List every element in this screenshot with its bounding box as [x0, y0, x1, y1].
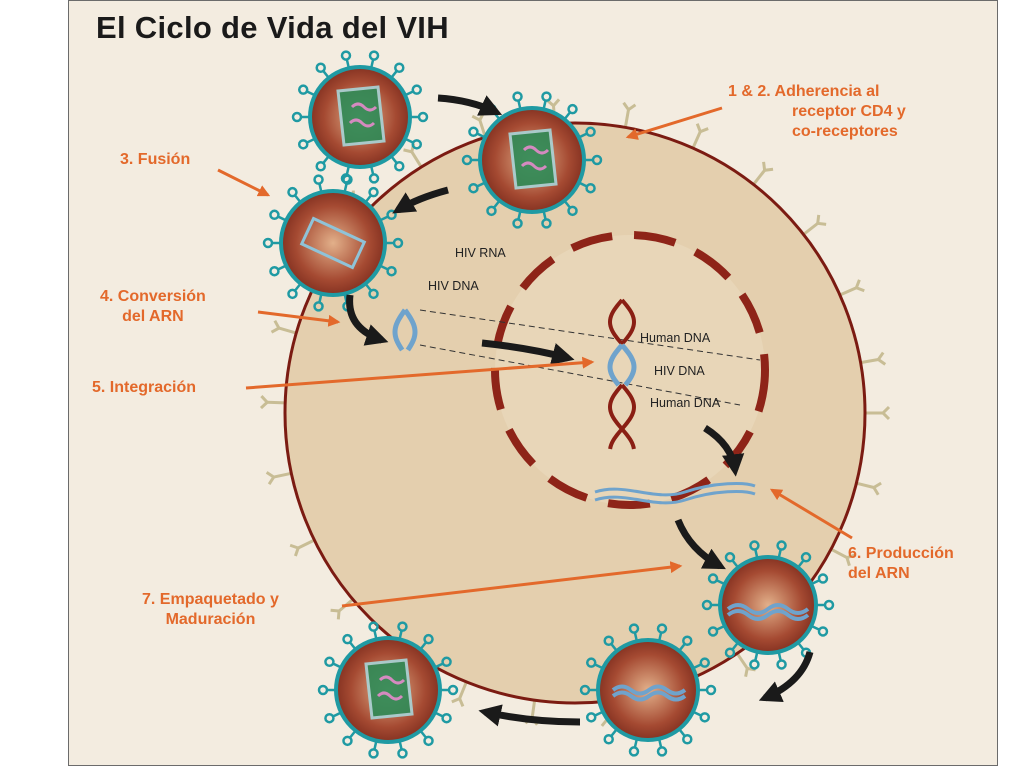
step-1-2-line3: co-receptores — [792, 123, 898, 140]
receptor-spike — [752, 161, 774, 186]
pointer-production — [769, 488, 853, 540]
receptor-spike — [330, 598, 354, 620]
receptor-spike — [830, 547, 856, 567]
receptor-spike — [289, 538, 316, 557]
virus-mature — [317, 621, 459, 759]
arrow-fuse — [392, 186, 449, 214]
integrated-hiv-dna — [607, 343, 637, 387]
arrow-release — [478, 704, 581, 727]
virus-maturing — [579, 623, 717, 757]
guide-line-bottom — [419, 344, 741, 406]
arrow-transcribe — [703, 425, 745, 477]
hiv-rna-label: HIV RNA — [455, 246, 506, 260]
receptor-spike — [451, 681, 468, 707]
receptor-spike — [860, 351, 887, 366]
viral-rna-strands — [594, 482, 756, 505]
pointer-packaging — [341, 561, 683, 608]
hiv-dna-inserted — [607, 343, 637, 387]
step-4-label: 4. Conversión del ARN — [100, 287, 206, 327]
step-6-line1: 6. Producción — [848, 545, 954, 562]
hiv-dna-free — [392, 308, 418, 352]
nucleus — [491, 231, 769, 509]
hiv-dna-label: HIV DNA — [428, 279, 479, 293]
pointer-conversion — [257, 310, 341, 327]
virus-bound — [461, 91, 603, 229]
process-arrows — [346, 94, 814, 727]
receptor-spike — [622, 101, 637, 128]
human-dna-top-label: Human DNA — [640, 331, 711, 345]
step-4-line1: 4. Conversión — [100, 288, 206, 305]
arrow-convert — [346, 294, 389, 346]
receptor-spike — [865, 405, 891, 421]
hiv-dna-nucleus-label: HIV DNA — [654, 364, 705, 378]
arrow-attach — [437, 94, 503, 116]
cytoplasm-hiv-dna — [392, 308, 418, 352]
pointer-fusion — [217, 168, 271, 197]
pointer-integration — [245, 356, 595, 390]
label-pointers — [217, 106, 853, 608]
human-dna-lower — [607, 383, 637, 450]
receptor-spike — [802, 214, 827, 236]
receptor-spike — [839, 279, 865, 297]
guide-line-top — [419, 309, 761, 361]
receptor-spike — [856, 481, 882, 496]
receptor-spike — [259, 395, 286, 410]
diagram-title: El Ciclo de Vida del VIH — [96, 10, 449, 45]
virus-budding — [701, 540, 835, 670]
human-dna-bottom-label: Human DNA — [650, 396, 721, 410]
virus-particles — [262, 50, 835, 759]
step-6-label: 6. Producción del ARN — [848, 544, 954, 584]
virus-fusing — [262, 174, 404, 312]
arrow-bud — [758, 650, 814, 703]
step-6-line2: del ARN — [848, 565, 910, 582]
step-7-line1: 7. Empaquetado y — [142, 591, 279, 608]
step-7-label: 7. Empaquetado y Maduración — [142, 590, 279, 630]
receptor-spike — [270, 319, 297, 335]
step-1-2-label: 1 & 2. Adherencia al receptor CD4 y co-r… — [728, 82, 906, 142]
receptor-spike — [735, 652, 756, 677]
arrow-enter-nucleus — [481, 339, 575, 365]
human-dna-upper — [607, 298, 637, 346]
receptor-spike — [265, 471, 292, 485]
step-3-label: 3. Fusión — [120, 151, 191, 168]
step-4-line2: del ARN — [122, 308, 184, 325]
step-1-2-line1: 1 & 2. Adherencia al — [728, 83, 880, 100]
virus-attaching — [291, 50, 429, 184]
pointer-adherence — [625, 106, 723, 140]
step-5-label: 5. Integración — [92, 379, 197, 396]
step-7-line2: Maduración — [165, 611, 256, 628]
step-1-2-line2: receptor CD4 y — [792, 103, 906, 120]
human-dna-helix — [607, 298, 637, 450]
arrow-package — [674, 518, 726, 570]
receptor-spike — [691, 123, 709, 149]
